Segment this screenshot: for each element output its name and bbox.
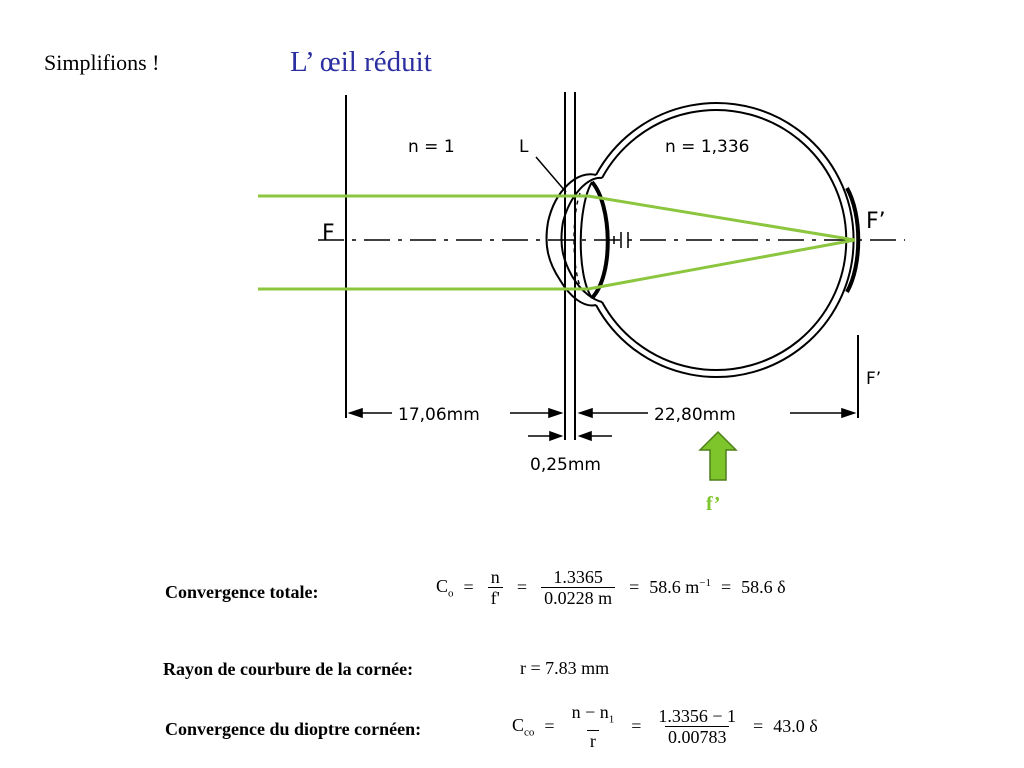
- rayon-label: Rayon de courbure de la cornée:: [163, 659, 414, 679]
- fraction-n-f: n f': [487, 567, 503, 608]
- cornea-thickness-label: 0,25mm: [530, 455, 601, 475]
- fraction-n-n1-r: n − n1 r: [571, 702, 615, 751]
- front-distance-label: 17,06mm: [398, 405, 480, 425]
- convergence-totale-label: Convergence totale:: [165, 582, 319, 602]
- back-focus-dim-label: F’: [866, 369, 881, 389]
- n-outside-label: n = 1: [408, 137, 455, 157]
- lhs: Cco: [512, 714, 535, 739]
- result-m: 58.6 m−1: [649, 577, 711, 597]
- back-distance-label: 22,80mm: [654, 405, 736, 425]
- result-dioptre: 58.6 δ: [741, 577, 786, 597]
- up-arrow-icon: [698, 430, 738, 481]
- focal-length-label: f’: [706, 493, 721, 515]
- convergence-dioptre-formula: Cco = n − n1 r = 1.3356 − 1 0.00783 = 43…: [512, 702, 818, 751]
- lhs: Co: [436, 575, 454, 600]
- convergence-totale-formula: Co = n f' = 1.3365 0.0228 m = 58.6 m−1 =…: [436, 567, 786, 608]
- intro-text: Simplifions !: [44, 50, 160, 75]
- lens-leader-line: [535, 156, 567, 193]
- slide-title: L’ œil réduit: [290, 46, 432, 78]
- back-focus-label: F’: [866, 209, 886, 234]
- axis-ticks: [613, 232, 629, 248]
- retina: [845, 187, 861, 293]
- lens-label: L: [519, 137, 529, 157]
- result-dioptre: 43.0 δ: [773, 715, 818, 736]
- front-focus-label: F: [322, 221, 335, 246]
- rayon-value: r = 7.83 mm: [520, 658, 610, 678]
- fraction-values: 1.3365 0.0228 m: [541, 567, 616, 608]
- n-inside-label: n = 1,336: [665, 137, 750, 157]
- fraction-values: 1.3356 − 1 0.00783: [658, 705, 737, 747]
- light-rays: [258, 194, 856, 291]
- dimension-lines: [347, 407, 857, 442]
- convergence-dioptre-label: Convergence du dioptre cornéen:: [165, 719, 422, 739]
